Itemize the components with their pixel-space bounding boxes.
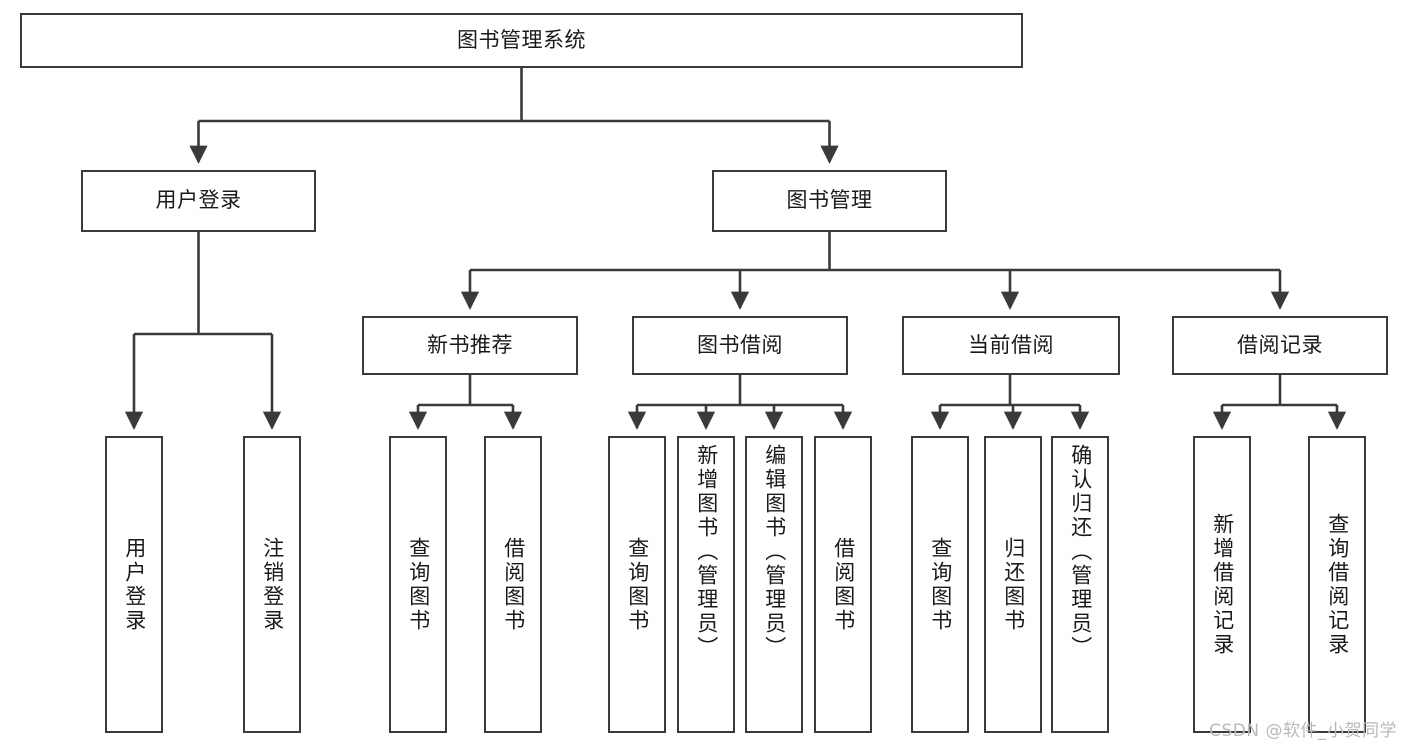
node-book-borrow-label: 图书借阅 [697,332,783,357]
node-leaf[interactable]: 确认归还（管理员） [1051,436,1109,733]
node-borrow-record[interactable]: 借阅记录 [1172,316,1388,375]
node-new-book-recommend-label: 新书推荐 [427,332,513,357]
node-leaf[interactable]: 注销登录 [243,436,301,733]
node-new-book-recommend[interactable]: 新书推荐 [362,316,578,375]
node-leaf-label: 新增图书（管理员） [694,444,719,660]
node-leaf-label: 新增借阅记录 [1210,512,1235,657]
node-leaf-label: 归还图书 [1001,536,1026,633]
node-leaf-label: 查询借阅记录 [1325,512,1350,657]
watermark-text: CSDN @软件_小贺同学 [1209,721,1397,741]
node-book-borrow[interactable]: 图书借阅 [632,316,848,375]
node-borrow-record-label: 借阅记录 [1237,332,1323,357]
node-leaf[interactable]: 新增图书（管理员） [677,436,735,733]
node-root-system[interactable]: 图书管理系统 [20,13,1023,68]
node-book-management-label: 图书管理 [786,188,873,213]
node-leaf[interactable]: 查询图书 [911,436,969,733]
node-book-management[interactable]: 图书管理 [712,170,947,232]
node-leaf-label: 编辑图书（管理员） [762,444,787,660]
node-leaf[interactable]: 查询图书 [389,436,447,733]
node-leaf-label: 注销登录 [260,536,285,633]
node-leaf-label: 查询图书 [625,536,650,633]
node-leaf-label: 用户登录 [122,536,147,633]
node-leaf[interactable]: 查询图书 [608,436,666,733]
node-leaf-label: 查询图书 [928,536,953,633]
node-leaf-label: 借阅图书 [501,536,526,633]
node-root-label: 图书管理系统 [457,27,586,52]
node-current-borrow-label: 当前借阅 [968,332,1054,357]
node-user-login-label: 用户登录 [155,188,242,213]
node-leaf-label: 查询图书 [406,536,431,633]
node-leaf[interactable]: 查询借阅记录 [1308,436,1366,733]
node-leaf[interactable]: 新增借阅记录 [1193,436,1251,733]
node-leaf[interactable]: 编辑图书（管理员） [745,436,803,733]
node-leaf-label: 借阅图书 [831,536,856,633]
node-leaf[interactable]: 借阅图书 [484,436,542,733]
node-leaf[interactable]: 借阅图书 [814,436,872,733]
node-current-borrow[interactable]: 当前借阅 [902,316,1120,375]
node-leaf-label: 确认归还（管理员） [1068,444,1093,660]
node-user-login[interactable]: 用户登录 [81,170,316,232]
node-leaf[interactable]: 归还图书 [984,436,1042,733]
node-leaf[interactable]: 用户登录 [105,436,163,733]
